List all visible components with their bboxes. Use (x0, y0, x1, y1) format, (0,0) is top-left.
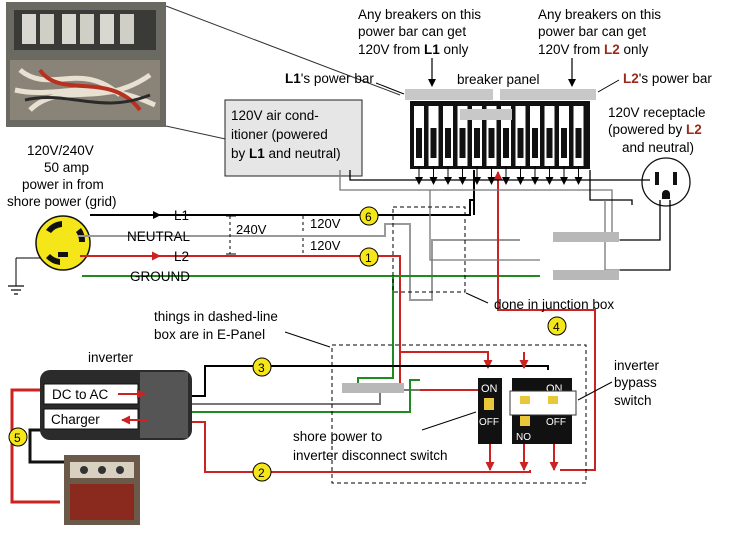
breaker-switches (414, 106, 584, 185)
breaker-toggle-1 (416, 128, 422, 158)
double-pole-handle (460, 109, 512, 120)
voltage-labels: 240V 120V 120V (226, 215, 341, 255)
marker-1: 1 (365, 251, 372, 265)
breaker-toggle-6 (488, 128, 495, 158)
breaker-toggle-4 (459, 128, 466, 158)
l2-power-bar-leader (597, 79, 620, 93)
air-conditioner-box: 120V air cond- itioner (powered by L1 an… (224, 99, 363, 177)
marker-4: 4 (553, 320, 560, 334)
junction-leader (465, 292, 489, 304)
e-panel-outline (331, 344, 587, 484)
l1-power-bar-leader (375, 82, 405, 95)
junction-box-label: done in junction box (494, 297, 614, 312)
switch1-on: ON (481, 383, 498, 395)
wire-label-l2: L2 (174, 249, 189, 264)
bypass-switch: ON NO OFF (509, 378, 577, 444)
wire-label-neutral: NEUTRAL (127, 229, 191, 244)
breaker-toggle-12 (575, 128, 582, 158)
shore-label-line4: shore power (grid) (7, 194, 117, 209)
numbered-markers: 6 1 3 2 4 5 (8, 206, 567, 482)
l1-callout-line2: power bar can get (358, 24, 466, 39)
photo-leader-bottom (165, 125, 231, 141)
l1-callout-line3: 120V from L1 only (358, 42, 469, 57)
wire-l1 (90, 199, 474, 216)
breaker-toggle-2 (430, 128, 437, 158)
receptacle-label-line2: (powered by L2 (608, 122, 702, 137)
voltage-120-top: 120V (310, 216, 341, 231)
epanel-label-line2: box are in E-Panel (154, 327, 265, 342)
receptacle-label-line1: 120V receptacle (608, 105, 706, 120)
breaker-toggle-11 (561, 128, 567, 158)
marker-3: 3 (258, 361, 265, 375)
epanel-label-line1: things in dashed-line (154, 309, 278, 324)
breaker-panel-label: breaker panel (457, 72, 540, 87)
l2-callout-line3: 120V from L2 only (538, 42, 649, 57)
switch2-no: NO (516, 432, 531, 443)
charger-label: Charger (51, 412, 100, 427)
shore-label-line2: 50 amp (44, 160, 89, 175)
breaker-toggle-8 (517, 128, 524, 158)
neutral-bar (553, 232, 619, 242)
l2-callout-line1: Any breakers on this (538, 7, 661, 22)
e-panel-bus-bar (342, 383, 404, 393)
marker-6: 6 (365, 210, 372, 224)
dc-to-ac-label: DC to AC (52, 387, 109, 402)
shore-power-plug (35, 215, 91, 271)
panel-photo (6, 2, 166, 127)
battery-bank (64, 455, 140, 525)
l2-power-bar-label: L2's power bar (623, 71, 712, 86)
junction-box-outline (392, 206, 466, 293)
l2-power-bar (500, 89, 596, 100)
disconnect-label-line2: inverter disconnect switch (293, 448, 448, 463)
l2-callout-line2: power bar can get (538, 24, 646, 39)
ac-label-line3: by L1 and neutral) (231, 146, 341, 161)
wire-label-ground: GROUND (130, 269, 190, 284)
receptacle-label-line3: and neutral) (622, 140, 694, 155)
inverter-unit: DC to AC Charger (40, 370, 192, 440)
shore-label-line3: power in from (22, 177, 104, 192)
shore-label-line1: 120V/240V (27, 143, 94, 158)
l1-power-bar-label: L1's power bar (285, 71, 374, 86)
disconnect-switch: ON OFF (478, 378, 502, 444)
ac-label-line1: 120V air cond- (231, 108, 319, 123)
switch1-off: OFF (479, 417, 499, 428)
switch2-off: OFF (546, 417, 566, 428)
breaker-panel (405, 89, 596, 185)
l1-bar-callout: Any breakers on this power bar can get 1… (358, 7, 481, 57)
wire-neutral (78, 223, 520, 301)
breaker-toggle-5 (474, 128, 480, 158)
breaker-toggle-7 (503, 128, 509, 158)
voltage-240: 240V (236, 222, 267, 237)
wire-label-l1: L1 (174, 208, 189, 223)
receptacle-outlet (641, 157, 691, 207)
disconnect-leader (421, 411, 477, 431)
photo-leader-top (165, 5, 401, 96)
bypass-label-line2: bypass (614, 375, 657, 390)
inverter-label: inverter (88, 350, 134, 365)
l1-callout-line1: Any breakers on this (358, 7, 481, 22)
wiring (10, 170, 671, 504)
epanel-leader (284, 331, 331, 348)
marker-2: 2 (258, 466, 265, 480)
breaker-toggle-10 (546, 128, 553, 158)
ac-label-line2: itioner (powered (231, 127, 328, 142)
ground-bar (553, 270, 619, 280)
bypass-leader (577, 381, 613, 401)
earth-ground-symbol (8, 257, 40, 295)
disconnect-label-line1: shore power to (293, 429, 382, 444)
breaker-toggle-3 (445, 128, 451, 158)
marker-5: 5 (14, 431, 21, 445)
bypass-label-line3: switch (614, 393, 652, 408)
voltage-120-bottom: 120V (310, 238, 341, 253)
l1-power-bar (405, 89, 493, 100)
bypass-label-line1: inverter (614, 358, 660, 373)
l2-bar-callout: Any breakers on this power bar can get 1… (538, 7, 661, 57)
breaker-toggle-9 (532, 128, 538, 158)
